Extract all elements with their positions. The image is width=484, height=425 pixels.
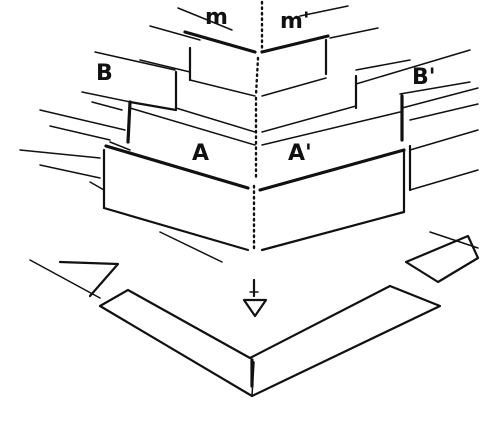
- label-a: A: [192, 141, 209, 166]
- label-b: B: [96, 61, 113, 86]
- base-shapes: [29, 231, 480, 398]
- label-b-prime: B': [412, 65, 436, 90]
- label-m: m: [205, 5, 228, 30]
- corner-stone: [19, 129, 479, 252]
- label-a-prime: A': [288, 141, 312, 166]
- label-m-prime: m': [280, 9, 310, 34]
- top-course: [149, 5, 379, 97]
- third-course: [39, 87, 479, 146]
- second-course: [81, 49, 471, 133]
- corner-axis: [250, 0, 264, 388]
- plumb-marker-icon: [242, 278, 268, 318]
